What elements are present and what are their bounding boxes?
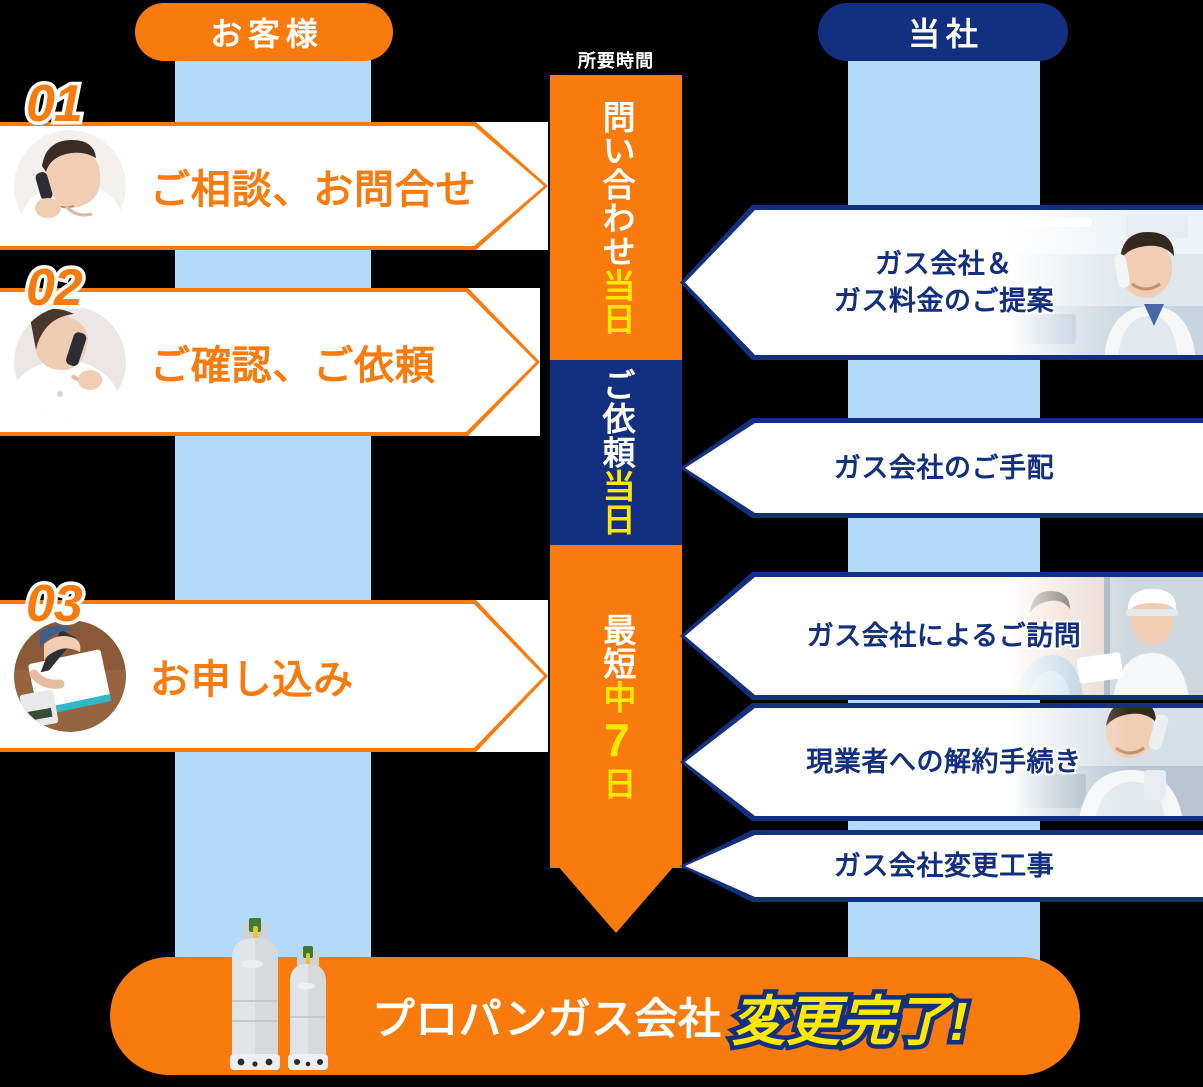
time-segment-3-main: 最短 [598,612,636,681]
time-segment-2-text: ご依頼当日 [598,368,636,537]
customer-step-1-arrow[interactable]: ご相談、お問合せ [0,122,548,250]
company-step-1-label: ガス会社＆ ガス料金のご提案 [833,249,1055,316]
company-column-header: 当社 [818,3,1068,61]
customer-step-2-number: 02 [23,259,87,318]
company-step-2-label: ガス会社のご手配 [833,452,1055,483]
customer-step-3-label: お申し込み [150,658,354,702]
banner-text-primary: プロパンガス会社 [371,996,722,1044]
customer-step-3-number: 03 [23,575,87,634]
company-step-4-fill: 現業者への解約手続き [685,708,1203,816]
time-segment-3-highlight-pre: 中 [598,680,636,714]
company-step-4-label: 現業者への解約手続き [806,746,1082,777]
time-column: 問い合わせ当日 ご依頼当日 最短中7日 [550,75,682,933]
customer-column-header: お客様 [135,3,393,61]
woman-on-phone-photo [14,306,126,418]
propane-gas-cylinders [218,906,348,1078]
company-step-3-arrow[interactable]: ガス会社によるご訪問 [680,572,1203,700]
company-step-3-fill: ガス会社によるご訪問 [685,577,1203,695]
time-segment-1-text: 問い合わせ当日 [598,99,636,336]
time-segment-2-highlight: 当日 [598,469,636,537]
male-staff-on-phone-photo [1008,210,1203,355]
time-segment-3-highlight-number: 7 [590,713,643,767]
staff-visiting-customer-photo [1008,577,1203,695]
company-step-3-label: ガス会社によるご訪問 [806,620,1082,651]
customer-step-1-label: ご相談、お問合せ [150,168,477,212]
customer-step-2-arrow[interactable]: ご確認、ご依頼 [0,288,540,436]
banner-text-highlight: 変更完了! [727,987,972,1056]
company-step-1-arrow[interactable]: ガス会社＆ ガス料金のご提案 [680,205,1203,360]
company-step-4-arrow[interactable]: 現業者への解約手続き [680,703,1203,821]
company-step-5-fill: ガス会社変更工事 [685,835,1203,897]
company-step-5-label: ガス会社変更工事 [833,850,1055,881]
woman-on-phone-photo [14,130,126,242]
time-segment-3-text: 最短中7日 [590,612,643,801]
staff-on-phone-photo [1008,708,1203,816]
time-segment-1: 問い合わせ当日 [550,75,682,360]
company-step-1-fill: ガス会社＆ ガス料金のご提案 [685,210,1203,355]
customer-step-2-label: ご確認、ご依頼 [150,344,436,388]
time-segment-2-main: ご依頼 [598,368,636,470]
customer-step-3-arrow[interactable]: お申し込み [0,600,548,752]
time-segment-1-main: 問い合わせ [598,99,636,268]
time-segment-1-highlight: 当日 [598,267,636,336]
time-segment-3-highlight-post: 日 [598,766,636,801]
company-step-2-fill: ガス会社のご手配 [685,423,1203,513]
company-step-2-arrow[interactable]: ガス会社のご手配 [680,418,1203,518]
time-segment-2: ご依頼当日 [550,360,682,545]
customer-step-1-number: 01 [23,75,87,134]
time-column-header: 所要時間 [577,51,655,71]
time-segment-3: 最短中7日 [550,545,682,868]
time-column-arrow-tip [550,857,682,933]
company-step-5-arrow[interactable]: ガス会社変更工事 [680,830,1203,902]
hand-writing-document-photo [14,620,126,732]
